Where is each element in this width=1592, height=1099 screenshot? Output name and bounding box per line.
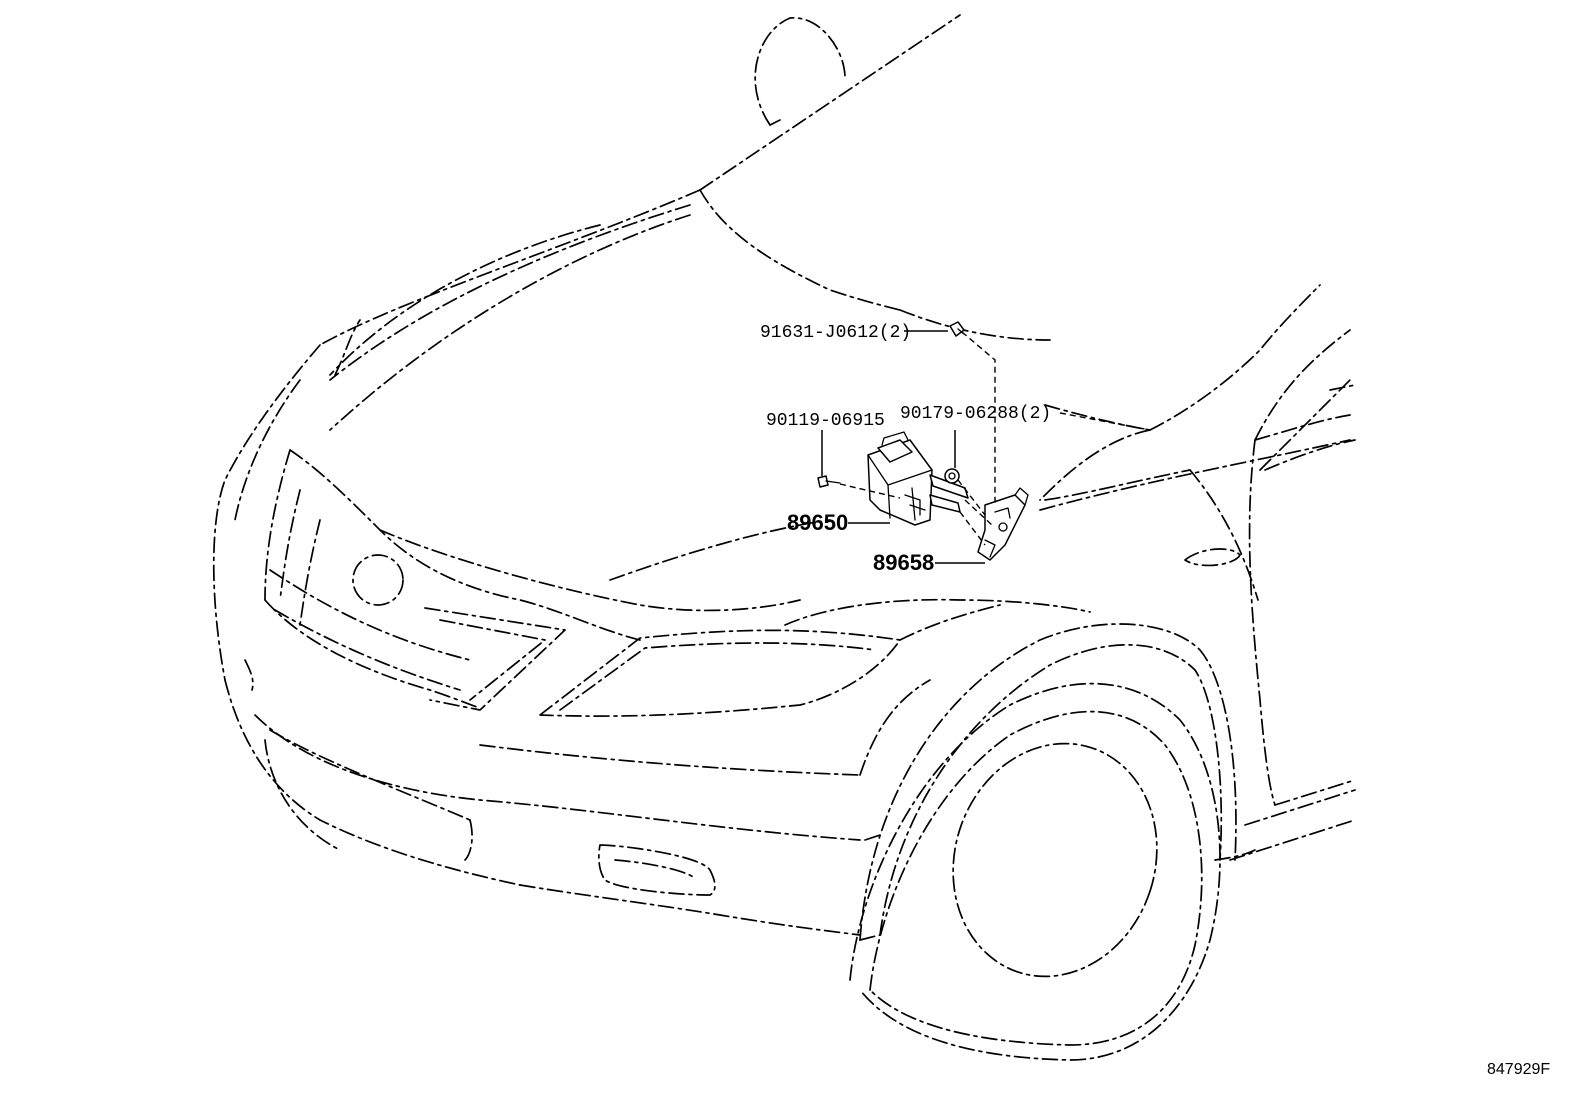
callout-90179-06288: 90179-06288(2) [900, 404, 1051, 424]
callout-89658: 89658 [873, 550, 934, 575]
illustration-id: 847929F [1487, 1061, 1550, 1078]
bolt-91631-illustration [949, 321, 965, 337]
callout-91631-J0612: 91631-J0612(2) [760, 323, 911, 343]
callout-89650: 89650 [787, 510, 848, 535]
callout-90119-06915: 90119-06915 [766, 411, 885, 431]
clearance-warning-ecu-illustration [867, 431, 969, 526]
car-body-outline [212, 14, 1356, 1061]
ecu-bracket-illustration [977, 487, 1029, 561]
leader-lines [821, 330, 1151, 564]
screw-90119-illustration [817, 475, 841, 488]
nut-90179-illustration [944, 468, 960, 484]
